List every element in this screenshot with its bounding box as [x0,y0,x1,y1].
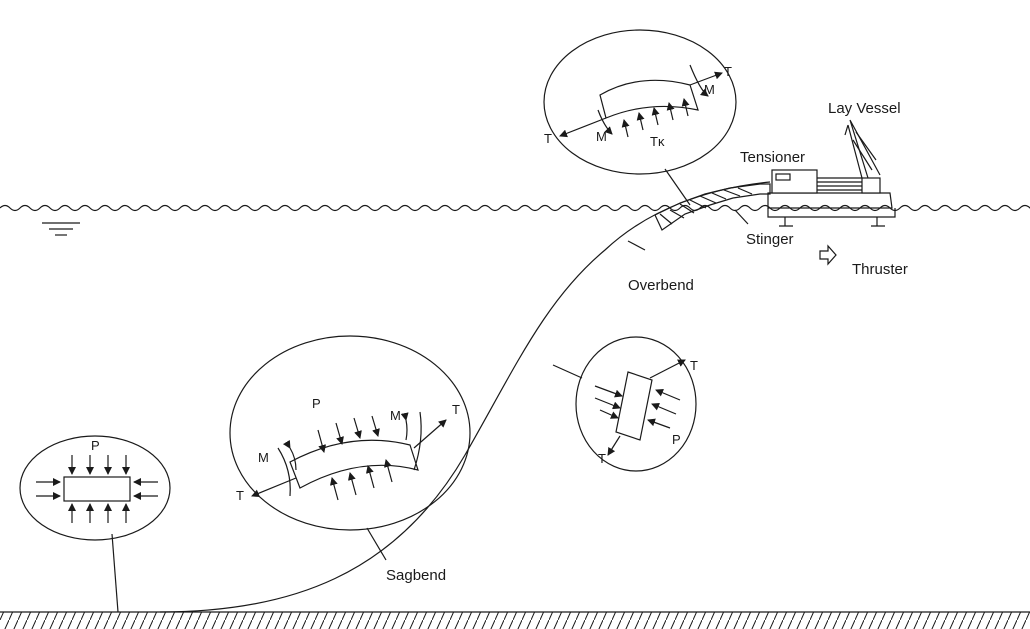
tensioner-label: Tensioner [740,149,805,166]
sagbend-callout-line [366,527,387,561]
inflection-load-callout: T T P [575,336,698,472]
stinger [654,183,771,231]
overbend-moment-label: M [704,82,715,97]
direction-arrow-icon [819,244,837,266]
sagbend-pressure-label: P [312,396,321,411]
sea-surface [0,204,1030,212]
sagbend-tension-label-2: T [452,402,460,417]
touchdown-pressure-label: P [91,438,100,453]
sagbend-moment-label-2: M [390,408,401,423]
lay-vessel [767,119,896,218]
touchdown-load-callout: P [19,435,171,541]
overbend-callout-line [664,168,691,206]
overbend-label: Overbend [628,277,694,294]
inflection-pressure-label: P [672,432,681,447]
sagbend-moment-label: M [258,450,269,465]
stinger-label-line [734,209,749,225]
overbend-label-line [627,240,646,251]
thruster-label: Thruster [852,261,908,278]
stinger-label: Stinger [746,231,794,248]
touchdown-callout-line [111,533,119,613]
sagbend-label: Sagbend [386,567,446,584]
overbend-tension-label: T [724,64,732,79]
overbend-load-callout: T T M M Tκ [543,29,737,175]
thruster-icon [779,217,885,227]
lay-vessel-label: Lay Vessel [828,100,901,117]
overbend-moment-label-2: M [596,129,607,144]
sagbend-tension-label: T [236,488,244,503]
inflection-tension-label: T [690,358,698,373]
pipeline [159,181,771,613]
overbend-tension-label-2: T [544,131,552,146]
water-level-icon [42,222,80,236]
inflection-tension-label-2: T [598,451,606,466]
sagbend-load-callout: P M M T T [229,335,471,531]
inflection-callout-line [552,364,583,379]
seabed [0,612,1030,629]
overbend-tk-label: Tκ [650,134,665,149]
